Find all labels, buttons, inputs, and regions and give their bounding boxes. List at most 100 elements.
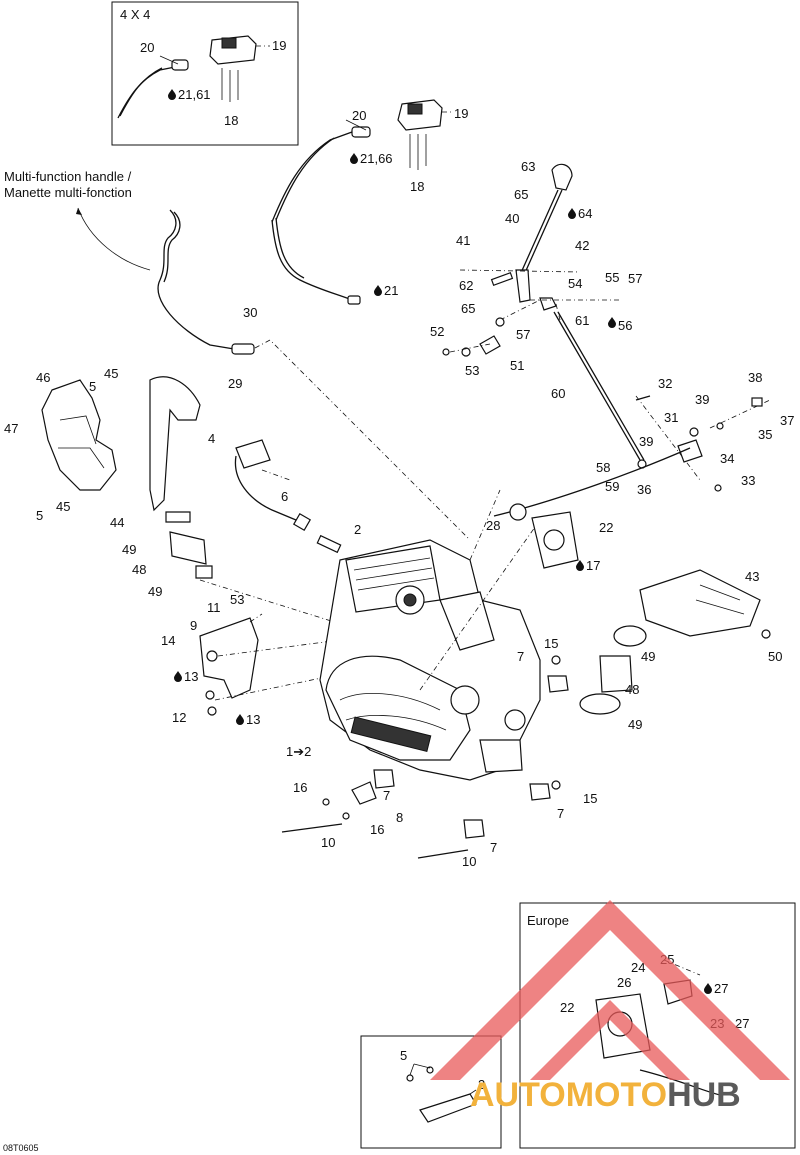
- spark-plug-part: [316, 534, 342, 554]
- callout-42: 42: [575, 238, 589, 253]
- callout-12: 12: [172, 710, 186, 725]
- callout-50: 50: [768, 649, 782, 664]
- clamp-49-upper: [613, 625, 647, 647]
- callout-31: 31: [664, 410, 678, 425]
- engine-assembly: [319, 539, 541, 781]
- handle-note-line1: Multi-function handle /: [4, 169, 132, 184]
- watermark-logo-triangle: [430, 900, 790, 1080]
- callout-49-right-upper: 49: [641, 649, 655, 664]
- callout-9: 9: [190, 618, 197, 633]
- callout-11: 11: [207, 600, 221, 615]
- callout-22: 22: [599, 520, 613, 535]
- callout-55: 55: [605, 270, 619, 285]
- air-intake-duct-part: [149, 376, 201, 512]
- callout-47: 47: [4, 421, 18, 436]
- callout-53-left: 53: [230, 592, 244, 607]
- inset-4x4-label-18: 18: [224, 113, 238, 128]
- inset-bracket-frame: [360, 1035, 502, 1149]
- callout-52: 52: [430, 324, 444, 339]
- callout-32: 32: [658, 376, 672, 391]
- callout-46: 46: [36, 370, 50, 385]
- inset-4x4-label-20: 20: [140, 40, 154, 55]
- callout-45-upper: 45: [104, 366, 118, 381]
- inset-europe-label-27-bottom: 27: [735, 1016, 749, 1031]
- ignition-coil-part: [235, 439, 271, 469]
- automotohub-watermark: AUTOMOTOHUB: [430, 900, 790, 1114]
- callout-16-upper: 16: [293, 780, 307, 795]
- inset-europe-label-24: 24: [631, 960, 645, 975]
- callout-16-lower: 16: [370, 822, 384, 837]
- inset-4x4-frame: [111, 1, 299, 146]
- callout-19: 19: [454, 106, 468, 121]
- callout-53-top: 53: [465, 363, 479, 378]
- callout-48-left: 48: [132, 562, 146, 577]
- watermark-text-automoto: AUTOMOTOHUB: [470, 1076, 741, 1114]
- callout-38: 38: [748, 370, 762, 385]
- air-intake-silencer-part: [639, 569, 761, 637]
- callout-30: 30: [243, 305, 257, 320]
- callout-36: 36: [637, 482, 651, 497]
- callout-65-upper: 65: [514, 187, 528, 202]
- heat-shield-part: [41, 379, 117, 491]
- callout-18: 18: [410, 179, 424, 194]
- shift-lever-bracket: [677, 439, 703, 463]
- callout-62: 62: [459, 278, 473, 293]
- callout-45-lower: 45: [56, 499, 70, 514]
- callout-61: 61: [575, 313, 589, 328]
- callout-40: 40: [505, 211, 519, 226]
- callout-48-right: 48: [625, 682, 639, 697]
- callout-10-upper: 10: [321, 835, 335, 850]
- callout-5-upper: 5: [89, 379, 96, 394]
- callout-8: 8: [396, 810, 403, 825]
- inset-europe-label-22: 22: [560, 1000, 574, 1015]
- callout-4: 4: [208, 431, 215, 446]
- callout-58: 58: [596, 460, 610, 475]
- callout-15-lower: 15: [583, 791, 597, 806]
- callout-34: 34: [720, 451, 734, 466]
- callout-39-top: 39: [695, 392, 709, 407]
- callout-60: 60: [551, 386, 565, 401]
- callout-17: 17: [586, 558, 600, 573]
- duct-coupler-part: [169, 531, 207, 565]
- callout-59: 59: [605, 479, 619, 494]
- callout-15-upper: 15: [544, 636, 558, 651]
- callout-56: 56: [618, 318, 632, 333]
- callout-57-right: 57: [628, 271, 642, 286]
- inset-bracket-label-5: 5: [400, 1048, 407, 1063]
- callout-64: 64: [578, 206, 592, 221]
- callout-13-lower: 13: [246, 712, 260, 727]
- callout-7-center: 7: [383, 788, 390, 803]
- figure-code: 08T0605: [3, 1143, 39, 1153]
- callout-6: 6: [281, 489, 288, 504]
- inset-europe-title: Europe: [527, 913, 569, 928]
- callout-49-left-lower: 49: [148, 584, 162, 599]
- inset-4x4: 4 X 4 20 19 21,61 18: [111, 1, 299, 146]
- callout-1-to-2: 1➔2: [286, 744, 311, 759]
- callout-51: 51: [510, 358, 524, 373]
- engine-mount-plate: [199, 617, 259, 699]
- inset-europe-label-27-top: 27: [714, 981, 728, 996]
- callout-43: 43: [745, 569, 759, 584]
- callout-7-right-upper: 7: [517, 649, 524, 664]
- callout-13-upper: 13: [184, 669, 198, 684]
- callout-44: 44: [110, 515, 124, 530]
- inset-europe-frame: [519, 902, 796, 1149]
- callout-54: 54: [568, 276, 582, 291]
- callout-63: 63: [521, 159, 535, 174]
- callout-65-lower: 65: [461, 301, 475, 316]
- inset-europe-label-26: 26: [617, 975, 631, 990]
- clamp-49-lower: [579, 693, 621, 715]
- callout-29: 29: [228, 376, 242, 391]
- inset-bracket: 5 3: [360, 1035, 502, 1149]
- callout-14: 14: [161, 633, 175, 648]
- inset-bracket-label-3: 3: [478, 1077, 485, 1092]
- callout-39-lower: 39: [639, 434, 653, 449]
- callout-21: 21: [384, 283, 398, 298]
- callout-5-lower: 5: [36, 508, 43, 523]
- throttle-clamp-part: [509, 503, 527, 521]
- handle-note-line2: Manette multi-fonction: [4, 185, 132, 200]
- inset-4x4-title: 4 X 4: [120, 7, 150, 22]
- handle-pointer-line: [77, 207, 151, 271]
- callout-28: 28: [486, 518, 500, 533]
